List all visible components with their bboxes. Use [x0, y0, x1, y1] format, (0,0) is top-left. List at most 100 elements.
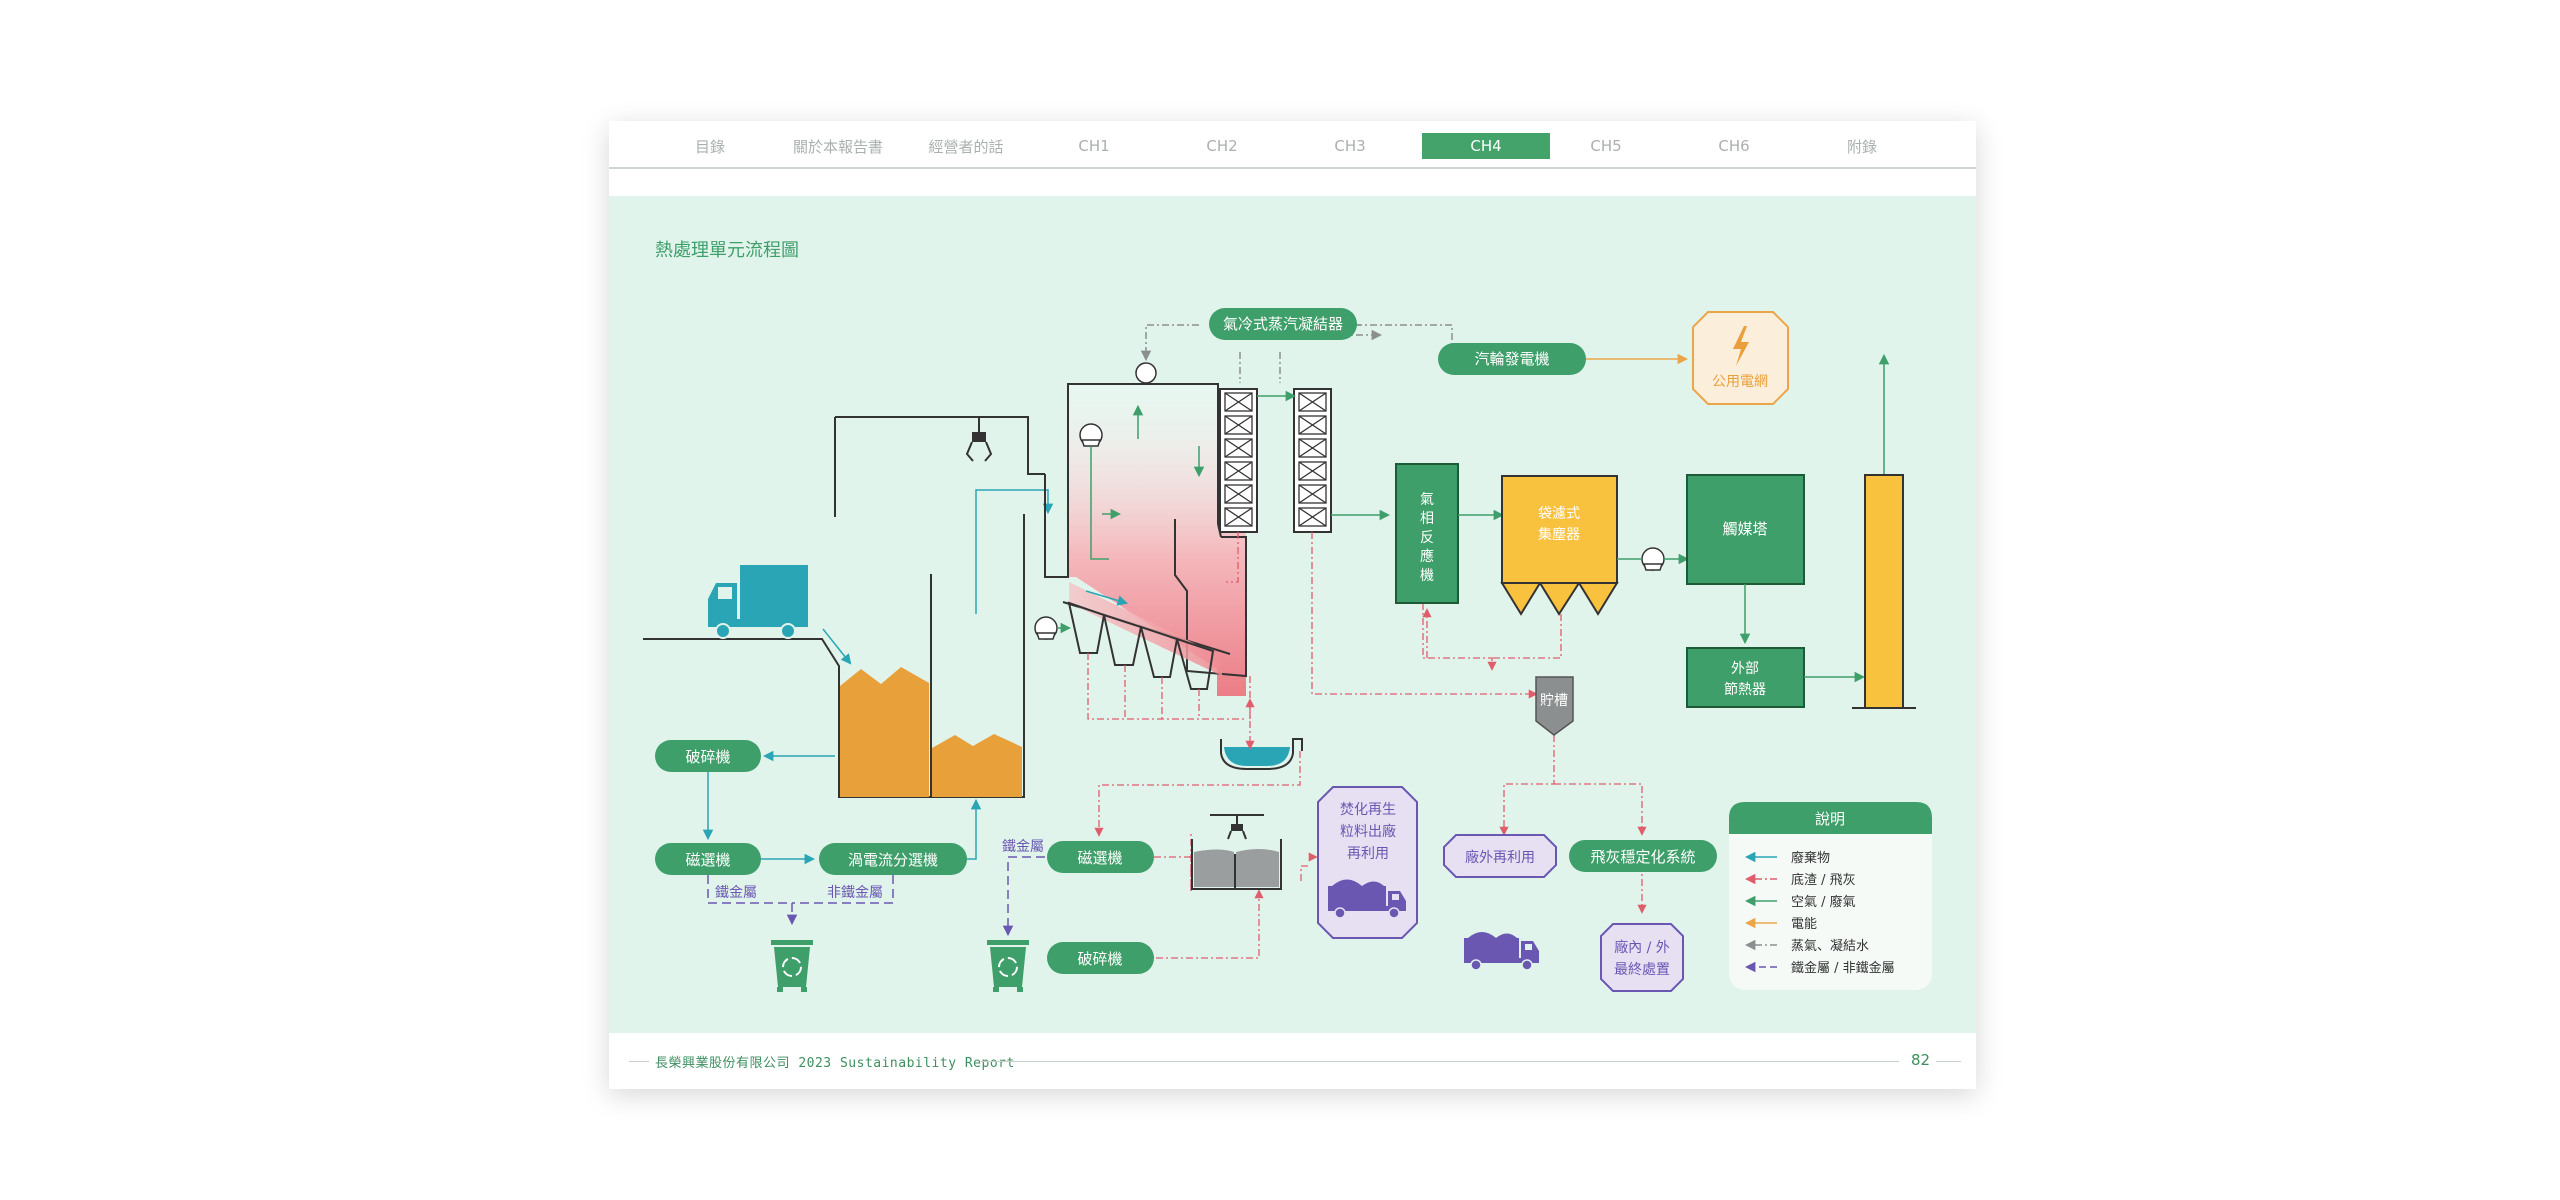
bag-filter-label-2: 集塵器 [1538, 526, 1580, 543]
gas-reactor-node: 氣 相 反 應 機 [1395, 463, 1459, 604]
ferrous-mid-line [1002, 856, 1045, 937]
magnet-left-node: 磁選機 [655, 843, 761, 875]
bank-cell [1298, 461, 1327, 481]
offsite-reuse-label: 廠外再利用 [1465, 849, 1535, 866]
fly-ash-stabilization-label: 飛灰穩定化系統 [1590, 848, 1695, 866]
chapter-nav: 目錄 關於本報告書 經營者的話 CH1 CH2 CH3 CH4 CH5 CH6 … [609, 121, 1976, 169]
grate-hoppers [1067, 601, 1215, 690]
bank-cell-cross [1224, 484, 1253, 504]
crusher-mid-node: 破碎機 [1047, 942, 1154, 974]
bank-cell [1298, 484, 1327, 504]
magnet-mid-label: 磁選機 [1077, 849, 1122, 867]
legend-item-label: 廢棄物 [1791, 851, 1830, 866]
bank-cell-cross [1224, 415, 1253, 435]
footer-company: 長榮興業股份有限公司 2023 Sustainability Report [655, 1056, 1015, 1071]
gas-reactor-label-1: 氣 [1420, 492, 1434, 508]
tab-ch1[interactable]: CH1 [1078, 137, 1110, 155]
legend-box: 說明 [1729, 802, 1932, 990]
bank-cell-cross [1298, 438, 1327, 458]
external-heat-exchanger-node: 外部 節熱器 [1686, 647, 1805, 708]
crusher-left-node: 破碎機 [655, 740, 761, 772]
recycled-aggregate-label-3: 再利用 [1347, 846, 1389, 862]
recycled-aggregate-label-1: 焚化再生 [1340, 802, 1396, 818]
magnet-mid-node: 磁選機 [1047, 841, 1154, 873]
grid-node: 公用電網 [1692, 311, 1789, 405]
bank-cell-cross [1298, 392, 1327, 412]
bank-cell-cross [1224, 392, 1253, 412]
legend-item-label: 蒸氣、凝結水 [1791, 938, 1869, 954]
catalyst-tower-node: 觸媒塔 [1686, 474, 1805, 585]
tab-ch4[interactable]: CH4 [1422, 133, 1550, 159]
incinerator-boiler [1044, 383, 1247, 696]
bank-cell-cross [1298, 507, 1327, 527]
legend-item-label: 空氣 / 廢氣 [1791, 895, 1856, 910]
bank-cell-cross [1224, 461, 1253, 481]
gas-reactor-label-3: 反 [1420, 530, 1434, 546]
tab-contents[interactable]: 目錄 [694, 137, 725, 156]
exchanger-label-2: 節熱器 [1724, 681, 1766, 698]
bank-cell-cross [1298, 415, 1327, 435]
turbine-node: 汽輪發電機 [1438, 343, 1586, 375]
bank-cell-cross [1224, 507, 1253, 527]
silo-node: 貯槽 [1535, 676, 1574, 736]
legend-item-label: 底渣 / 飛灰 [1791, 872, 1856, 888]
tab-ceo-message[interactable]: 經營者的話 [928, 137, 1004, 156]
bank-cell [1298, 438, 1327, 458]
bank-cell [1224, 438, 1253, 458]
metal-lines-left [707, 875, 894, 926]
process-flow-diagram: 熱處理單元流程圖 氣冷式蒸汽凝結器 汽輪發電機 公用電網 [643, 240, 1932, 992]
waste-bunker [643, 416, 1045, 798]
tab-ch5[interactable]: CH5 [1590, 137, 1622, 155]
combustion-air-lines [1057, 446, 1122, 634]
crusher-mid-label: 破碎機 [1077, 950, 1122, 968]
tab-ch6[interactable]: CH6 [1718, 137, 1750, 155]
aggregate-truck-icon [1328, 879, 1406, 919]
truck-dump-arrow [822, 628, 852, 665]
crusher-left-label: 破碎機 [685, 748, 730, 766]
recycle-bin-left-icon [771, 940, 813, 992]
tab-ch3[interactable]: CH3 [1334, 137, 1366, 155]
bank-cell [1224, 507, 1253, 527]
bag-filter-node: 袋濾式 集塵器 [1500, 475, 1619, 616]
fly-ash-stabilization-node: 飛灰穩定化系統 [1569, 840, 1717, 872]
bank-cell [1298, 392, 1327, 412]
recycle-bin-mid-icon [987, 940, 1029, 992]
bank-cell [1224, 415, 1253, 435]
recycled-aggregate-node: 焚化再生 粒料出廠 再利用 [1317, 786, 1418, 939]
ferrous-left-label: 鐵金屬 [715, 884, 757, 901]
gas-reactor-label-4: 應 [1420, 548, 1434, 565]
nonferrous-label: 非鐵金屬 [827, 884, 883, 901]
bank-cell [1224, 461, 1253, 481]
page-number: 82 [1911, 1051, 1931, 1069]
gas-reactor-label-5: 機 [1420, 568, 1434, 584]
tab-ch2[interactable]: CH2 [1206, 137, 1238, 155]
legend-item-label: 鐵金屬 / 非鐵金屬 [1791, 960, 1895, 976]
bank-cell-cross [1298, 484, 1327, 504]
screening-tank [1191, 814, 1282, 890]
final-disposal-node: 廠內 / 外 最終處置 [1600, 923, 1684, 992]
bank-cell-cross [1298, 461, 1327, 481]
footer-rule-left [629, 1061, 649, 1062]
eddy-current-label: 渦電流分選機 [848, 851, 938, 869]
turbine-label: 汽輪發電機 [1474, 350, 1549, 368]
fan-icons [1034, 362, 1665, 640]
tab-about-report[interactable]: 關於本報告書 [792, 137, 883, 156]
offsite-reuse-node: 廠外再利用 [1443, 834, 1557, 878]
recycled-aggregate-label-2: 粒料出廠 [1340, 823, 1396, 840]
eddy-return-arrow [967, 798, 982, 860]
bank-cell [1224, 392, 1253, 412]
bank-cell [1298, 507, 1327, 527]
bag-filter-label-1: 袋濾式 [1538, 506, 1580, 522]
legend-title: 說明 [1815, 810, 1845, 828]
catalyst-label: 觸媒塔 [1722, 520, 1767, 538]
tab-appendix[interactable]: 附錄 [1846, 137, 1877, 156]
stack [1852, 474, 1916, 709]
grid-label: 公用電網 [1712, 374, 1768, 390]
report-page: 目錄 關於本報告書 經營者的話 CH1 CH2 CH3 CH4 CH5 CH6 … [609, 121, 1976, 1089]
bank-cell-cross [1224, 438, 1253, 458]
final-disposal-label-2: 最終處置 [1614, 962, 1670, 978]
bank-cell [1298, 415, 1327, 435]
bank-cell [1224, 484, 1253, 504]
ferrous-mid-label: 鐵金屬 [1002, 838, 1044, 855]
